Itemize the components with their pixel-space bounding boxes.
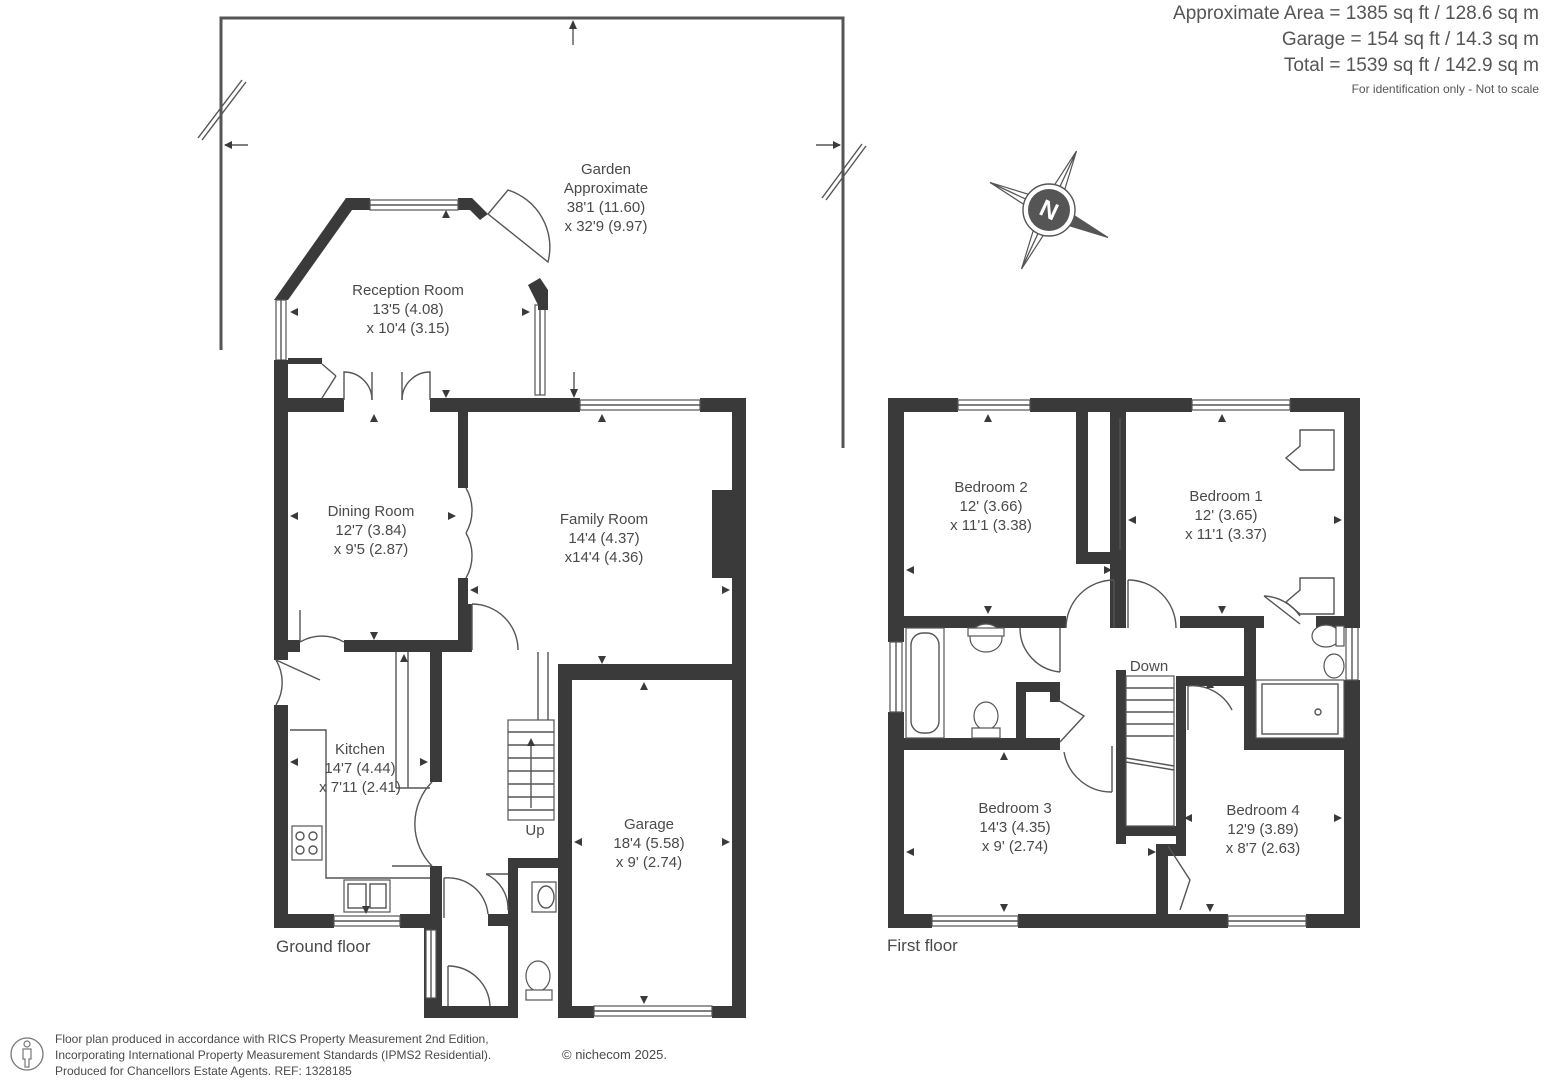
approximate-area-text: Approximate Area = 1385 sq ft / 128.6 sq…	[1173, 3, 1539, 24]
garage-area-text: Garage = 154 sq ft / 14.3 sq m	[1281, 29, 1539, 50]
reception-dim2: x 10'4 (3.15)	[367, 320, 450, 337]
first-floor-fixtures	[905, 623, 1345, 827]
kitchen-name: Kitchen	[335, 741, 385, 758]
kitchen-dim1: 14'7 (4.44)	[324, 760, 395, 777]
dining-dim1: 12'7 (3.84)	[335, 522, 406, 539]
footer-line1: Floor plan produced in accordance with R…	[55, 1032, 489, 1046]
first-floor-doors	[1019, 418, 1335, 911]
family-name: Family Room	[560, 511, 648, 528]
ground-floor-dimension-arrows	[290, 210, 730, 1004]
compass-icon: N	[989, 150, 1109, 270]
ground-floor-doors	[275, 189, 551, 1007]
garage-dim1: 18'4 (5.58)	[613, 835, 684, 852]
bedroom1-dim1: 12' (3.65)	[1195, 507, 1258, 524]
garden-name: Garden	[581, 161, 631, 178]
person-icon	[10, 1037, 44, 1071]
stairs-down-label: Down	[1130, 658, 1168, 675]
first-floor-label: First floor	[887, 936, 958, 955]
garden-boundary	[197, 16, 867, 448]
bedroom4-dim2: x 8'7 (2.63)	[1226, 840, 1301, 857]
footer-line3: Produced for Chancellors Estate Agents. …	[55, 1064, 352, 1078]
family-dim1: 14'4 (4.37)	[568, 530, 639, 547]
reception-name: Reception Room	[352, 282, 464, 299]
garden-dim2: x 32'9 (9.97)	[565, 218, 648, 235]
scale-note: For identification only - Not to scale	[1351, 82, 1539, 96]
room-labels: Garden Approximate 38'1 (11.60) x 32'9 (…	[276, 161, 1300, 956]
bedroom3-dim1: 14'3 (4.35)	[979, 819, 1050, 836]
bedroom1-dim2: x 11'1 (3.37)	[1185, 526, 1267, 543]
bedroom4-dim1: 12'9 (3.89)	[1227, 821, 1298, 838]
reception-dim1: 13'5 (4.08)	[372, 301, 443, 318]
copyright-text: © nichecom 2025.	[562, 1047, 667, 1062]
family-dim2: x14'4 (4.36)	[565, 549, 644, 566]
dining-name: Dining Room	[328, 503, 415, 520]
bedroom3-dim2: x 9' (2.74)	[982, 838, 1048, 855]
bedroom3-name: Bedroom 3	[978, 800, 1051, 817]
ground-floor-fixtures	[290, 652, 557, 1001]
total-area-text: Total = 1539 sq ft / 142.9 sq m	[1283, 55, 1539, 76]
first-floor-walls	[888, 398, 1360, 928]
footer-notes: Floor plan produced in accordance with R…	[55, 1031, 491, 1079]
bedroom2-dim1: 12' (3.66)	[960, 498, 1023, 515]
footer-line2: Incorporating International Property Mea…	[55, 1048, 492, 1062]
bedroom4-name: Bedroom 4	[1226, 802, 1299, 819]
ground-floor-walls	[274, 198, 746, 1018]
garden-line2: Approximate	[564, 180, 648, 197]
kitchen-dim2: x 7'11 (2.41)	[319, 779, 401, 796]
stairs-up-label: Up	[525, 822, 544, 839]
garage-name: Garage	[624, 816, 674, 833]
garden-dim1: 38'1 (11.60)	[567, 199, 645, 216]
dining-dim2: x 9'5 (2.87)	[334, 541, 409, 558]
ground-floor-label: Ground floor	[276, 937, 371, 956]
first-floor-dimension-arrows	[906, 414, 1342, 912]
garage-dim2: x 9' (2.74)	[616, 854, 682, 871]
bedroom2-dim2: x 11'1 (3.38)	[950, 517, 1032, 534]
bedroom2-name: Bedroom 2	[954, 479, 1027, 496]
bedroom1-name: Bedroom 1	[1189, 488, 1262, 505]
